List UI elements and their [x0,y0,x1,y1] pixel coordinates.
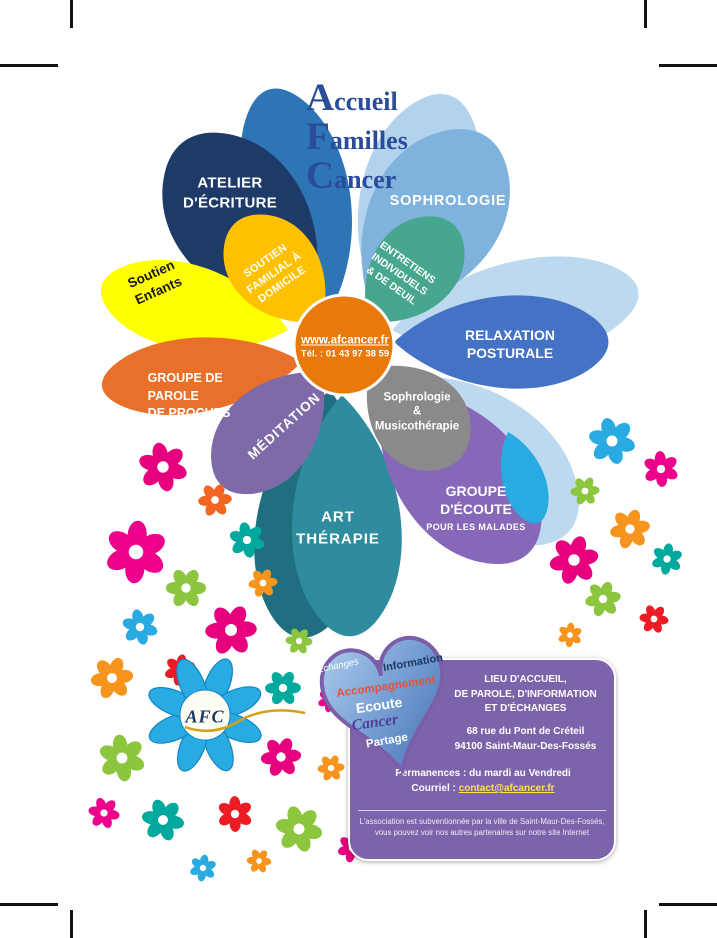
petal-soutien-enfants [100,260,288,351]
decor-flower [317,755,345,781]
decor-flower [139,442,187,492]
cropmark-top-right-h [659,64,717,67]
decor-flower [549,536,599,584]
decor-flower [265,671,301,705]
cropmark-top-right-v [644,0,647,28]
accent-petal-blue [500,432,549,524]
petal-label-sophrologie: SOPHROLOGIE [389,193,507,209]
title-word: Familles [306,115,408,158]
decor-flower [610,509,650,549]
cropmark-bottom-right-v [644,910,647,938]
petal-label-sophro-musico: Sophrologie&Musicothérapie [374,391,460,433]
afc-logo-text: AFC [185,706,225,727]
decor-flower [229,522,265,558]
decor-flower [190,854,216,882]
decor-flower [644,451,678,487]
cropmark-bottom-left-v [70,910,73,938]
info-email-line: Courriel : contact@afcancer.fr [411,783,555,794]
decor-flower [88,797,120,829]
decor-flower [275,806,323,852]
petal-relaxation [394,295,609,389]
afc-logo-flower [148,658,306,772]
info-address: 68 rue du Pont de Créteil 94100 Saint-Ma… [454,726,597,752]
website-link[interactable]: www.afcancer.fr [301,334,389,347]
decor-flower [107,520,165,584]
decor-flower [122,609,158,645]
decor-flower [589,418,635,464]
petal-sophro-musico [366,365,471,471]
decor-flower [248,569,278,597]
decor-flower [165,569,207,607]
decor-flower [652,543,682,575]
info-footnote: L'association est subventionnée par la v… [359,817,605,837]
cropmark-top-left-h [0,64,58,67]
cropmark-bottom-right-h [659,903,717,906]
petal-soutien-familial [223,214,326,323]
title-word: Cancer [306,154,397,197]
info-heading: LIEU D'ACCUEIL, DE PAROLE, D'INFORMATION… [454,674,597,714]
decor-flower [246,849,272,873]
logo-swoosh [184,709,306,733]
petal-art-therapie [292,395,402,637]
decor-flower [90,657,134,699]
phone-number: Tél. : 01 43 97 38 59 [300,348,390,360]
decor-flower [585,581,621,617]
petal-sublabel-pour-les-malades: POUR LES MALADES [426,522,526,533]
info-hours: Permanences : du mardi au Vendredi [395,768,571,779]
title-word: Accueil [306,76,398,119]
cropmark-top-left-v [70,0,73,28]
center-circle [292,293,396,397]
decor-flower [285,628,313,654]
decor-flower [198,484,232,516]
decor-flower [558,622,582,648]
decor-flower [260,738,302,776]
email-link[interactable]: contact@afcancer.fr [458,783,555,794]
decor-flower [570,477,600,505]
page-title: Accueil Familles Cancer [306,76,408,197]
decor-flower [639,605,669,633]
decor-flower [142,799,184,841]
decor-flower [218,796,252,832]
heart-shape [319,635,445,775]
petal-entretiens [365,216,465,323]
cropmark-bottom-left-h [0,903,58,906]
decor-flower [99,734,145,782]
heart-graphic [319,635,445,775]
center-contact: www.afcancer.fr Tél. : 01 43 97 38 59 [301,335,389,360]
petal-meditation [211,371,325,495]
info-divider [358,810,606,811]
decor-flower [205,606,257,654]
